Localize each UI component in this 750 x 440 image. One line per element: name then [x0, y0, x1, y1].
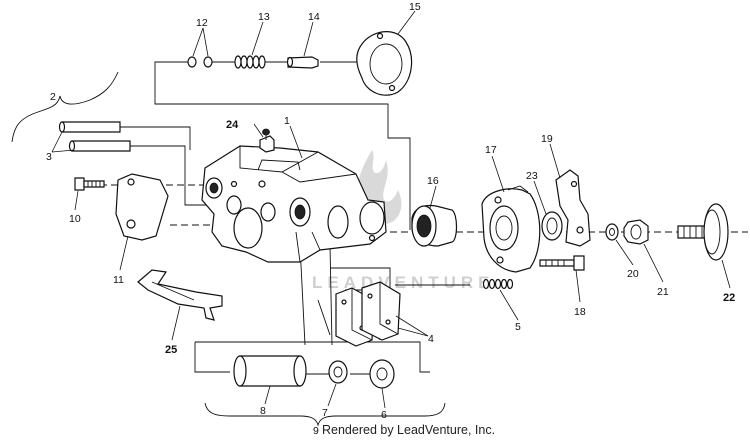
callout-21: 21 [657, 286, 669, 298]
piston-16 [411, 204, 458, 247]
spring-13 [234, 55, 266, 69]
callout-25: 25 [165, 344, 177, 356]
pins-3 [58, 121, 131, 152]
cylinder-8 [233, 355, 307, 387]
callout-8: 8 [260, 405, 266, 417]
callout-4: 4 [428, 333, 434, 345]
bleeder-valve-24 [259, 128, 275, 153]
gasket-15 [356, 31, 413, 96]
brace-9 [204, 402, 446, 427]
callout-20: 20 [627, 268, 639, 280]
callout-19: 19 [541, 133, 553, 145]
callout-3: 3 [46, 151, 52, 163]
callout-10: 10 [69, 213, 81, 225]
callout-6: 6 [381, 409, 387, 421]
washer-20 [605, 223, 619, 241]
leader-lines [51, 10, 731, 409]
screw-18 [539, 255, 585, 271]
o-rings-12 [187, 56, 213, 68]
callout-5: 5 [515, 321, 521, 333]
brace-2 [11, 71, 119, 143]
piston-pin-14 [286, 56, 319, 69]
bolt-10 [74, 177, 105, 191]
callout-18: 18 [574, 306, 586, 318]
callout-13: 13 [258, 11, 270, 23]
bracket-25 [137, 269, 223, 321]
nut-21 [623, 219, 649, 245]
washer-7 [328, 360, 348, 384]
brake-pads-4 [335, 281, 401, 347]
credit-text: Rendered by LeadVenture, Inc. [322, 423, 495, 437]
callout-1: 1 [284, 115, 290, 127]
housing-17 [481, 185, 541, 273]
washer-6 [369, 359, 395, 389]
callout-15: 15 [409, 1, 421, 13]
callout-11: 11 [113, 274, 124, 286]
callout-17: 17 [485, 144, 497, 156]
callout-24: 24 [226, 119, 239, 131]
callout-7: 7 [322, 407, 328, 419]
callout-14: 14 [308, 11, 320, 23]
mounting-plate-11 [115, 173, 169, 241]
callout-labels: 1 2 3 4 5 6 7 8 9 10 11 12 13 14 15 16 1… [46, 1, 735, 437]
spring-5 [482, 278, 514, 290]
callout-2: 2 [50, 91, 56, 103]
watermark-text: LEADVENTURE [312, 273, 495, 292]
callout-16: 16 [427, 175, 439, 187]
callout-23: 23 [526, 170, 538, 182]
adjuster-knob-22 [677, 203, 729, 261]
bracket-19 [555, 169, 591, 247]
callout-9: 9 [313, 425, 319, 437]
caliper-body-1 [201, 145, 387, 263]
callout-12: 12 [196, 17, 208, 29]
callout-22: 22 [723, 292, 735, 304]
seal-23 [541, 211, 563, 241]
